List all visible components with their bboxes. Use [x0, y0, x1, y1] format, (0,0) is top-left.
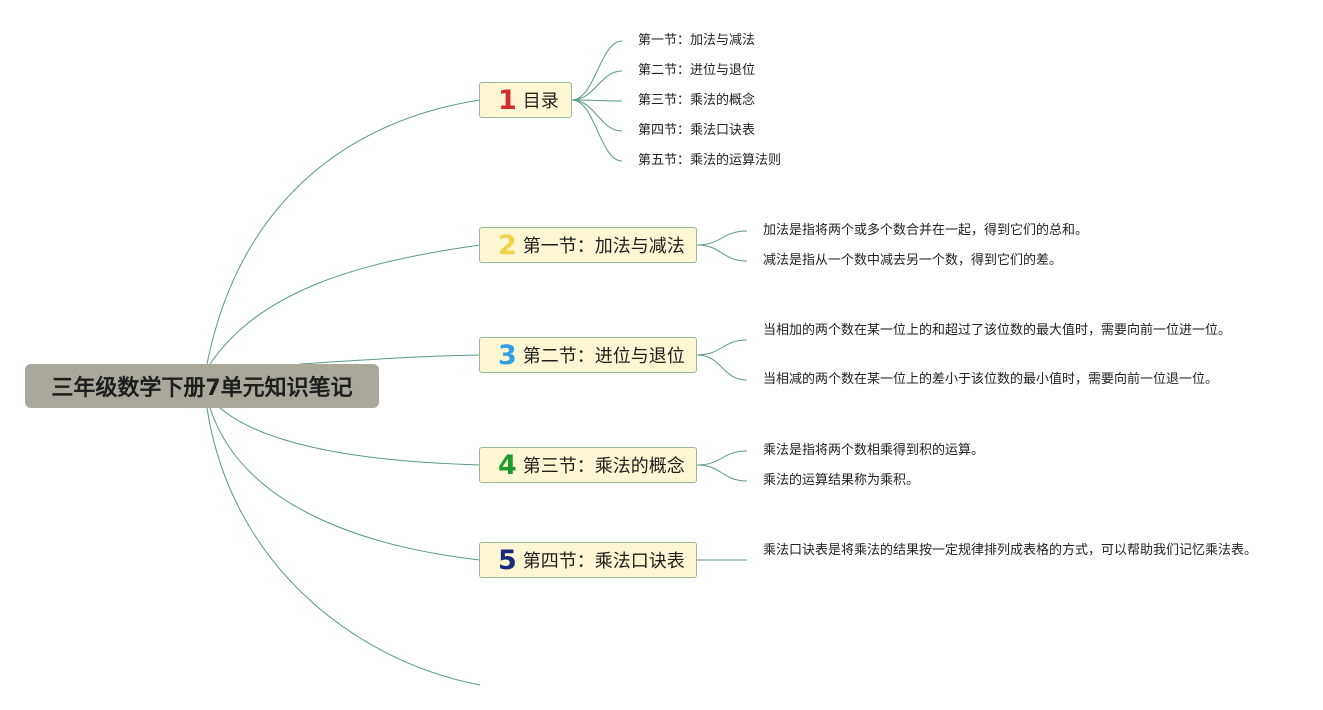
- leaf-section-1-2[interactable]: 减法是指从一个数中减去另一个数，得到它们的差。: [763, 253, 1063, 268]
- branch-section-4[interactable]: 5 第四节：乘法口诀表: [479, 542, 697, 578]
- number-badge-5: 5: [498, 544, 517, 576]
- branch-section-3[interactable]: 4 第三节：乘法的概念: [479, 447, 697, 483]
- number-badge-3: 3: [498, 339, 517, 371]
- leaf-section-3-1[interactable]: 乘法是指将两个数相乘得到积的运算。: [763, 443, 985, 458]
- branch-label: 第四节：乘法口诀表: [522, 551, 685, 572]
- branch-toc[interactable]: 1 目录: [479, 82, 572, 118]
- leaf-section-2-1[interactable]: 当相加的两个数在某一位上的和超过了该位数的最大值时，需要向前一位进一位。: [763, 323, 1232, 338]
- leaf-section-3-2[interactable]: 乘法的运算结果称为乘积。: [763, 473, 920, 488]
- leaf-toc-2[interactable]: 第二节：进位与退位: [638, 63, 756, 78]
- branch-label: 目录: [522, 91, 559, 112]
- branch-label: 第三节：乘法的概念: [522, 456, 685, 477]
- root-topic[interactable]: 三年级数学下册7单元知识笔记: [25, 364, 379, 408]
- leaf-section-2-2[interactable]: 当相减的两个数在某一位上的差小于该位数的最小值时，需要向前一位退一位。: [763, 372, 1219, 387]
- leaf-toc-1[interactable]: 第一节：加法与减法: [638, 33, 756, 48]
- number-badge-1: 1: [498, 84, 517, 116]
- number-badge-4: 4: [498, 449, 517, 481]
- leaf-section-4-1[interactable]: 乘法口诀表是将乘法的结果按一定规律排列成表格的方式，可以帮助我们记忆乘法表。: [763, 543, 1258, 558]
- root-title: 三年级数学下册7单元知识笔记: [51, 376, 353, 401]
- branch-section-1[interactable]: 2 第一节：加法与减法: [479, 227, 697, 263]
- number-badge-2: 2: [498, 229, 517, 261]
- branch-label: 第一节：加法与减法: [522, 236, 685, 257]
- leaf-section-1-1[interactable]: 加法是指将两个或多个数合并在一起，得到它们的总和。: [763, 223, 1089, 238]
- branch-label: 第二节：进位与退位: [522, 346, 685, 367]
- leaf-toc-5[interactable]: 第五节：乘法的运算法则: [638, 153, 782, 168]
- leaf-toc-3[interactable]: 第三节：乘法的概念: [638, 93, 756, 108]
- branch-section-2[interactable]: 3 第二节：进位与退位: [479, 337, 697, 373]
- leaf-toc-4[interactable]: 第四节：乘法口诀表: [638, 123, 756, 138]
